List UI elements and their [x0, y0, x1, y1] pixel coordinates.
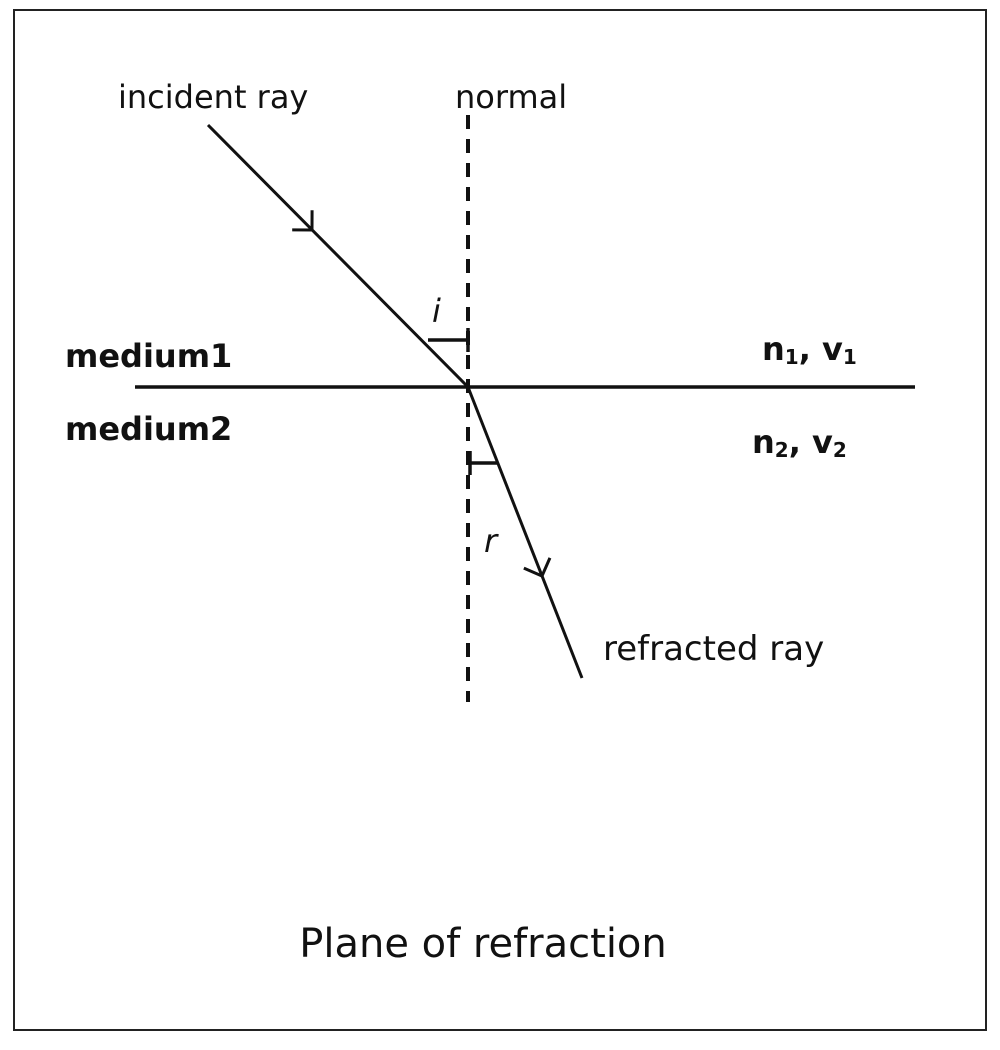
incident-ray-label: incident ray: [118, 78, 308, 116]
angle-i-label: i: [432, 292, 441, 330]
refracted-ray-label: refracted ray: [603, 629, 824, 669]
angle-r-marker: [468, 451, 498, 475]
frame-border: [13, 9, 987, 1031]
medium1-label: medium1: [65, 337, 232, 375]
refracted-arrowhead: [523, 557, 552, 578]
normal-label: normal: [455, 78, 567, 116]
refracted-ray: [466, 386, 584, 679]
n2-v2-label: n2, v2: [752, 423, 847, 462]
incident-arrowhead: [292, 210, 314, 232]
caption: Plane of refraction: [299, 921, 667, 967]
n1-v1-label: n1, v1: [762, 330, 857, 369]
angle-r-label: r: [484, 522, 499, 560]
medium2-label: medium2: [65, 410, 232, 448]
angle-i-marker: [428, 328, 470, 352]
incident-ray: [206, 123, 470, 389]
